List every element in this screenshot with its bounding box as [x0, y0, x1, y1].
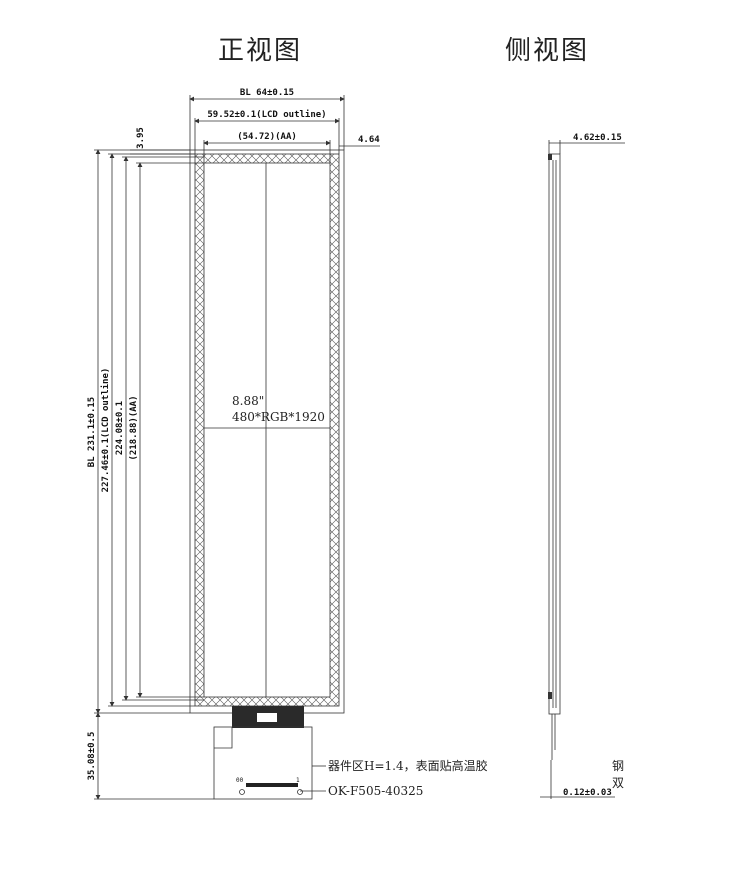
side-fpc: [551, 714, 556, 760]
fpc-hole-left: [239, 789, 245, 795]
fpc-pin-last: 1: [296, 777, 300, 784]
dim-aa-height: (218.88)(AA): [129, 395, 139, 460]
dim-aa-width: (54.72)(AA): [237, 132, 297, 142]
dim-inner-height: 224.08±0.1: [115, 401, 125, 455]
bezel-hatch: [195, 154, 339, 706]
note-part-number: OK-F505-40325: [328, 784, 423, 798]
side-top-tab: [548, 154, 552, 160]
side-bottom-tab: [548, 692, 552, 699]
dim-lcd-outline-width: 59.52±0.1(LCD outline): [207, 109, 326, 120]
backlight-outline: [189, 149, 345, 714]
dim-bl-width: BL 64±0.15: [240, 88, 294, 98]
panel-size: 8.88": [232, 394, 264, 408]
side-view-title: 侧视图: [505, 36, 590, 66]
note-component-area: 器件区H=1.4，表面贴高温胶: [328, 758, 488, 773]
panel-resolution: 480*RGB*1920: [232, 410, 325, 424]
fpc-pin-first: 00: [236, 777, 244, 784]
dim-bl-height: BL 231.1±0.15: [87, 397, 97, 467]
connector-label-box: [257, 713, 277, 722]
dim-fpc-length: 35.08±0.5: [87, 732, 97, 781]
fpc-hole-right: [297, 789, 303, 795]
front-view: 8.88" 480*RGB*1920 00 1 BL 64±0.15 59.52…: [87, 88, 488, 800]
side-note-double: 双: [612, 776, 624, 790]
lcd-outline: [194, 153, 340, 707]
fpc-notch: [214, 727, 233, 749]
dim-top-margin: 3.95: [136, 127, 146, 149]
side-note-steel: 钢: [612, 759, 624, 773]
fpc-contacts: [246, 783, 298, 787]
dim-right-margin: 4.64: [358, 135, 380, 145]
side-view: 4.62±0.15 0.12±0.03 钢 双: [540, 133, 625, 799]
active-area: [203, 162, 331, 698]
front-view-title: 正视图: [218, 36, 303, 66]
dim-side-thickness: 4.62±0.15: [573, 133, 622, 143]
dim-side-bottom: 0.12±0.03: [563, 788, 612, 798]
fpc-tail: [213, 726, 313, 800]
dim-lcd-outline-height: 227.46±0.1(LCD outline): [100, 368, 111, 493]
side-outline: [548, 153, 561, 715]
